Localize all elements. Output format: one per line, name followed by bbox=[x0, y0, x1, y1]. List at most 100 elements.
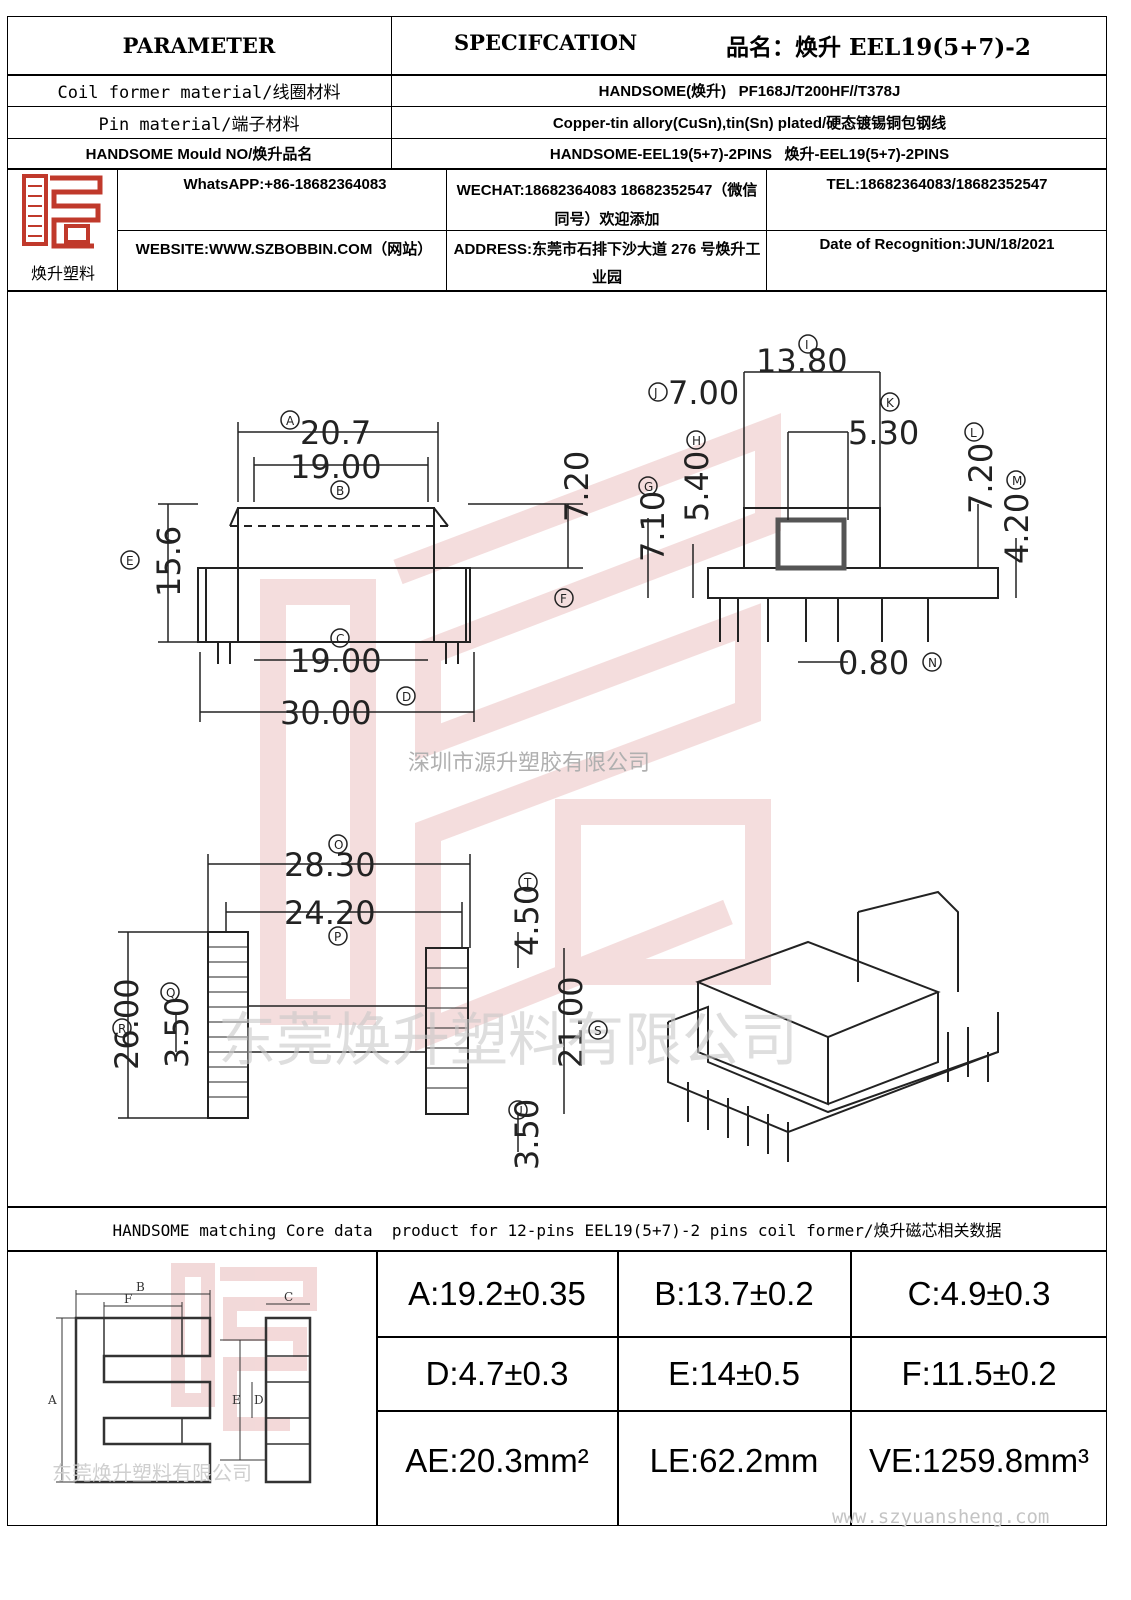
core-watermark: 东莞焕升塑料有限公司 bbox=[52, 1461, 252, 1485]
dim-front-F: 7.20 bbox=[558, 451, 596, 522]
whatsapp: WhatsAPP:+86-18682364083 bbox=[183, 176, 387, 193]
dim-bottom-Q: 3.50 bbox=[158, 997, 196, 1068]
core-label-D: D bbox=[254, 1393, 264, 1407]
dim-side-H: 5.40 bbox=[678, 451, 716, 522]
circle-label-I: I bbox=[798, 334, 818, 354]
product-name: 品名：焕升 EEL19(5+7)-2 bbox=[726, 34, 1031, 61]
mould-no-label: HANDSOME Mould NO/焕升品名 bbox=[85, 146, 313, 163]
dim-side-M: 4.20 bbox=[998, 493, 1036, 564]
svg-text:I: I bbox=[805, 338, 809, 352]
circle-label-T: T bbox=[518, 872, 538, 892]
bottom-view: 28.30 24.20 26.00 3.50 4.50 21.00 3.50 bbox=[108, 846, 590, 1170]
tel: TEL:18682364083/18682352547 bbox=[826, 176, 1048, 193]
dim-bottom-T: 4.50 bbox=[508, 885, 546, 956]
svg-text:O: O bbox=[334, 838, 343, 852]
dim-side-L: 7.20 bbox=[962, 443, 1000, 514]
watermark-text-2: 东莞焕升塑料有限公司 bbox=[218, 1006, 798, 1074]
front-view: 20.7 19.00 19.00 30.00 15.6 7.20 bbox=[150, 414, 596, 732]
circle-label-R: R bbox=[112, 1018, 132, 1038]
circle-label-D: D bbox=[396, 686, 416, 706]
dim-front-E: 15.6 bbox=[150, 526, 188, 597]
circle-label-P: P bbox=[328, 926, 348, 946]
side-view: 13.80 7.00 5.30 5.40 7.10 7.20 4.20 0.80 bbox=[634, 342, 1036, 682]
circle-labels: A B C D E F G H I J K L M N O P Q R S T … bbox=[112, 334, 1026, 1120]
core-spec-C: C:4.9±0.3 bbox=[907, 1274, 1051, 1312]
svg-text:F: F bbox=[560, 592, 567, 606]
parameter-header: PARAMETER bbox=[122, 32, 276, 58]
dim-front-B: 19.00 bbox=[290, 448, 382, 486]
mould-no-value: HANDSOME-EEL19(5+7)-2PINS 焕升-EEL19(5+7)-… bbox=[549, 146, 950, 163]
core-diagram: B F C A E D 东莞焕升塑料有限公司 bbox=[10, 1254, 374, 1524]
svg-text:M: M bbox=[1012, 474, 1022, 488]
dim-bottom-P: 24.20 bbox=[284, 894, 376, 932]
circle-label-G: G bbox=[638, 476, 658, 496]
dim-front-D: 30.00 bbox=[280, 694, 372, 732]
pin-material-value: Copper-tin allory(CuSn),tin(Sn) plated/硬… bbox=[552, 115, 947, 132]
svg-text:D: D bbox=[402, 690, 411, 704]
svg-text:P: P bbox=[334, 930, 341, 944]
circle-label-L: L bbox=[964, 422, 984, 442]
recognition-date: Date of Recognition:JUN/18/2021 bbox=[819, 236, 1055, 253]
website: WEBSITE:WWW.SZBOBBIN.COM（网站） bbox=[135, 241, 433, 258]
watermark-text-1: 深圳市源升塑胶有限公司 bbox=[408, 751, 650, 776]
core-spec-E: E:14±0.5 bbox=[668, 1354, 800, 1392]
isometric-view bbox=[667, 890, 999, 1162]
logo-text: 焕升塑料 bbox=[30, 264, 95, 283]
circle-label-B: B bbox=[330, 480, 350, 500]
core-spec-VE: VE:1259.8mm³ bbox=[868, 1442, 1090, 1479]
wechat: WECHAT:18682364083 18682352547（微信同号）欢迎添加 bbox=[456, 182, 758, 228]
core-spec-AE: AE:20.3mm² bbox=[405, 1442, 589, 1479]
coil-material-label: Coil former material/线圈材料 bbox=[57, 83, 341, 103]
pin-material-label: Pin material/端子材料 bbox=[98, 115, 300, 135]
svg-text:J: J bbox=[653, 386, 658, 400]
dim-side-N: 0.80 bbox=[838, 644, 909, 682]
core-label-B: B bbox=[136, 1280, 145, 1294]
website-watermark: www.szyuansheng.com bbox=[832, 1506, 1050, 1528]
svg-text:B: B bbox=[336, 484, 344, 498]
dim-side-K: 5.30 bbox=[848, 414, 919, 452]
core-spec-B: B:13.7±0.2 bbox=[654, 1274, 814, 1312]
dim-bottom-O: 28.30 bbox=[284, 846, 376, 884]
circle-label-H: H bbox=[686, 430, 706, 450]
technical-drawing: 20.7 19.00 19.00 30.00 15.6 7.20 13.80 7… bbox=[8, 292, 1106, 1207]
address: ADDRESS:东莞市石排下沙大道 276 号焕升工业园 bbox=[453, 241, 761, 286]
coil-material-value: HANDSOME(焕升) PF168J/T200HF//T378J bbox=[598, 83, 901, 100]
dim-front-C: 19.00 bbox=[290, 642, 382, 680]
core-spec-D: D:4.7±0.3 bbox=[425, 1354, 569, 1392]
circle-label-E: E bbox=[120, 550, 140, 570]
circle-label-M: M bbox=[1006, 470, 1026, 490]
dim-bottom-S: 21.00 bbox=[552, 976, 590, 1068]
circle-label-Q: Q bbox=[160, 982, 180, 1002]
core-label-C: C bbox=[284, 1290, 293, 1304]
svg-text:U: U bbox=[514, 1104, 523, 1118]
svg-text:T: T bbox=[523, 876, 532, 890]
svg-text:C: C bbox=[336, 632, 344, 646]
dim-side-I: 13.80 bbox=[756, 342, 848, 380]
svg-text:A: A bbox=[286, 414, 295, 428]
circle-label-F: F bbox=[554, 588, 574, 608]
svg-text:R: R bbox=[118, 1022, 126, 1036]
core-spec-F: F:11.5±0.2 bbox=[901, 1354, 1057, 1392]
dim-side-G: 7.10 bbox=[634, 491, 672, 562]
svg-text:K: K bbox=[886, 396, 895, 410]
core-data-title: HANDSOME matching Core data product for … bbox=[112, 1220, 1002, 1240]
core-label-E: E bbox=[232, 1393, 241, 1407]
circle-label-S: S bbox=[588, 1020, 608, 1040]
svg-text:G: G bbox=[644, 480, 653, 494]
dim-side-J: 7.00 bbox=[668, 374, 739, 412]
page-frame bbox=[7, 16, 1107, 1526]
svg-text:Q: Q bbox=[166, 986, 175, 1000]
svg-text:H: H bbox=[692, 434, 701, 448]
circle-label-O: O bbox=[328, 834, 348, 854]
core-spec-A: A:19.2±0.35 bbox=[408, 1274, 586, 1312]
svg-text:S: S bbox=[594, 1024, 602, 1038]
core-label-F: F bbox=[124, 1292, 132, 1306]
svg-text:N: N bbox=[928, 656, 937, 670]
circle-label-U: U bbox=[508, 1100, 528, 1120]
core-spec-LE: LE:62.2mm bbox=[649, 1442, 819, 1479]
circle-label-A: A bbox=[280, 410, 300, 430]
dim-front-A: 20.7 bbox=[300, 414, 371, 452]
circle-label-N: N bbox=[922, 652, 942, 672]
circle-label-J: J bbox=[648, 382, 668, 402]
circle-label-C: C bbox=[330, 628, 350, 648]
